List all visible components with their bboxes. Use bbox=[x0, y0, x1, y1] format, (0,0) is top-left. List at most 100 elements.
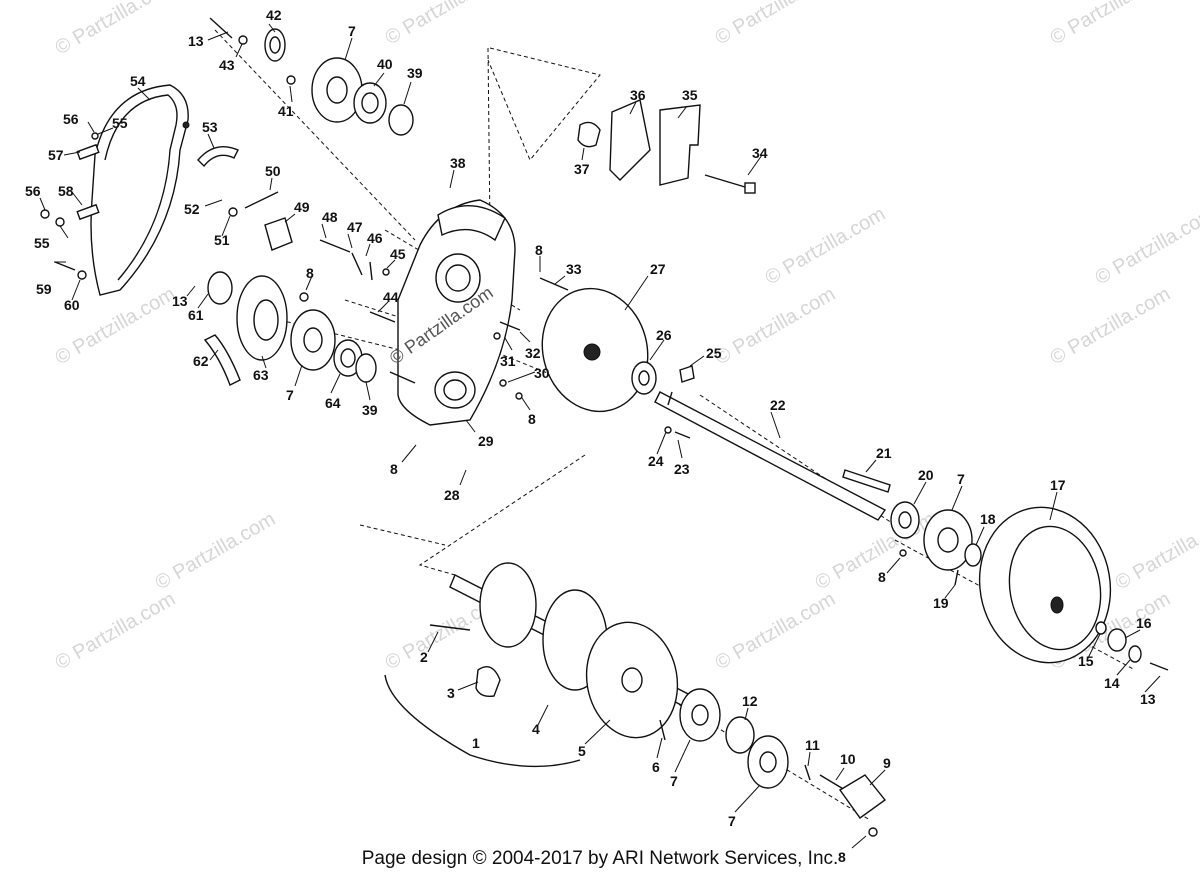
callout-51: 51 bbox=[214, 232, 230, 248]
watermark-text: © Partzilla.com bbox=[1047, 283, 1175, 369]
callout-17: 17 bbox=[1050, 477, 1066, 493]
watermark-text: © Partzilla.com bbox=[712, 283, 840, 369]
callout-28: 28 bbox=[444, 487, 460, 503]
watermark-text: © Partzilla.com bbox=[812, 508, 940, 594]
callout-62: 62 bbox=[193, 353, 209, 369]
small-parts-left bbox=[40, 132, 390, 281]
callout-7-d: 7 bbox=[670, 773, 678, 789]
callout-47: 47 bbox=[347, 219, 363, 235]
callout-56-a: 56 bbox=[63, 111, 79, 127]
upper-sprocket-group bbox=[209, 17, 414, 136]
driven-pulley bbox=[978, 506, 1169, 671]
callout-8-e: 8 bbox=[878, 569, 886, 585]
callout-35: 35 bbox=[682, 87, 698, 103]
callout-37: 37 bbox=[574, 161, 590, 177]
callout-5: 5 bbox=[578, 743, 586, 759]
callout-32: 32 bbox=[525, 345, 541, 361]
callout-8-b: 8 bbox=[306, 265, 314, 281]
watermark-text: © Partzilla.com bbox=[52, 0, 180, 59]
callout-4: 4 bbox=[532, 721, 540, 737]
callout-30: 30 bbox=[534, 365, 550, 381]
callout-42: 42 bbox=[266, 7, 282, 23]
callout-23: 23 bbox=[674, 461, 690, 477]
callout-45: 45 bbox=[390, 246, 406, 262]
callout-20: 20 bbox=[918, 467, 934, 483]
watermark-text: © Partzilla.com bbox=[762, 203, 890, 289]
callout-54: 54 bbox=[130, 73, 146, 89]
callout-21: 21 bbox=[876, 445, 892, 461]
callout-59: 59 bbox=[36, 281, 52, 297]
watermark-text: © Partzilla.com bbox=[1112, 508, 1200, 594]
callout-44: 44 bbox=[383, 289, 399, 305]
callout-55-b: 55 bbox=[34, 235, 50, 251]
callout-8-a: 8 bbox=[535, 242, 543, 258]
callout-9: 9 bbox=[883, 755, 891, 771]
watermark-text: © Partzilla.com bbox=[1092, 203, 1200, 289]
watermark-text: © Partzilla.com bbox=[1047, 0, 1175, 49]
callout-56-b: 56 bbox=[25, 183, 41, 199]
callout-13-b: 13 bbox=[172, 293, 188, 309]
lower-sprocket-group bbox=[203, 271, 416, 386]
callout-8-c: 8 bbox=[528, 411, 536, 427]
callout-36: 36 bbox=[630, 87, 646, 103]
watermark-text: © Partzilla.com bbox=[52, 283, 180, 369]
callout-33: 33 bbox=[566, 261, 582, 277]
callout-31: 31 bbox=[500, 353, 516, 369]
callout-10: 10 bbox=[840, 751, 856, 767]
callout-63: 63 bbox=[253, 367, 269, 383]
callout-40: 40 bbox=[377, 56, 393, 72]
watermark-text: © Partzilla.com bbox=[152, 508, 280, 594]
watermark-text: © Partzilla.com bbox=[712, 0, 840, 49]
callout-34: 34 bbox=[752, 145, 768, 161]
callout-19: 19 bbox=[933, 595, 949, 611]
callout-64: 64 bbox=[325, 395, 341, 411]
callout-12: 12 bbox=[742, 693, 758, 709]
callout-39-a: 39 bbox=[407, 65, 423, 81]
callout-27: 27 bbox=[650, 261, 666, 277]
callout-7-b: 7 bbox=[286, 387, 294, 403]
callout-labels: 13 43 42 7 40 39 41 54 56 55 57 53 56 58… bbox=[25, 7, 1156, 865]
callout-57: 57 bbox=[48, 147, 64, 163]
callout-2: 2 bbox=[420, 649, 428, 665]
callout-25: 25 bbox=[706, 345, 722, 361]
bracket-group bbox=[577, 99, 756, 194]
callout-41: 41 bbox=[278, 103, 294, 119]
callout-52: 52 bbox=[184, 201, 200, 217]
callout-3: 3 bbox=[447, 685, 455, 701]
chaincase-cover bbox=[90, 84, 190, 296]
callout-22: 22 bbox=[770, 397, 786, 413]
callout-7-e: 7 bbox=[728, 813, 736, 829]
callout-49: 49 bbox=[294, 199, 310, 215]
callout-60: 60 bbox=[64, 297, 80, 313]
callout-58: 58 bbox=[58, 183, 74, 199]
callout-39-b: 39 bbox=[362, 402, 378, 418]
callout-26: 26 bbox=[656, 327, 672, 343]
callout-15: 15 bbox=[1078, 653, 1094, 669]
callout-6: 6 bbox=[652, 759, 660, 775]
callout-7-c: 7 bbox=[957, 471, 965, 487]
drive-axle-assembly bbox=[384, 562, 887, 837]
callout-48: 48 bbox=[322, 209, 338, 225]
callout-18: 18 bbox=[980, 511, 996, 527]
callout-8-f: 8 bbox=[838, 849, 846, 865]
callout-53: 53 bbox=[202, 119, 218, 135]
callout-29: 29 bbox=[478, 433, 494, 449]
brake-disc-assembly bbox=[493, 277, 695, 413]
callout-11: 11 bbox=[805, 737, 820, 753]
callout-14: 14 bbox=[1104, 675, 1120, 691]
callout-61: 61 bbox=[188, 307, 204, 323]
watermark-text: © Partzilla.com bbox=[382, 0, 510, 49]
callout-46: 46 bbox=[367, 230, 383, 246]
callout-24: 24 bbox=[648, 453, 664, 469]
callout-1: 1 bbox=[472, 735, 480, 751]
callout-7-a: 7 bbox=[348, 23, 356, 39]
chaincase-housing bbox=[397, 199, 516, 426]
callout-55-a: 55 bbox=[112, 115, 128, 131]
watermark-text: © Partzilla.com bbox=[52, 588, 180, 674]
callout-16: 16 bbox=[1136, 615, 1152, 631]
jackshaft bbox=[654, 391, 982, 586]
leader-lines bbox=[39, 23, 1161, 849]
callout-13-a: 13 bbox=[188, 33, 204, 49]
